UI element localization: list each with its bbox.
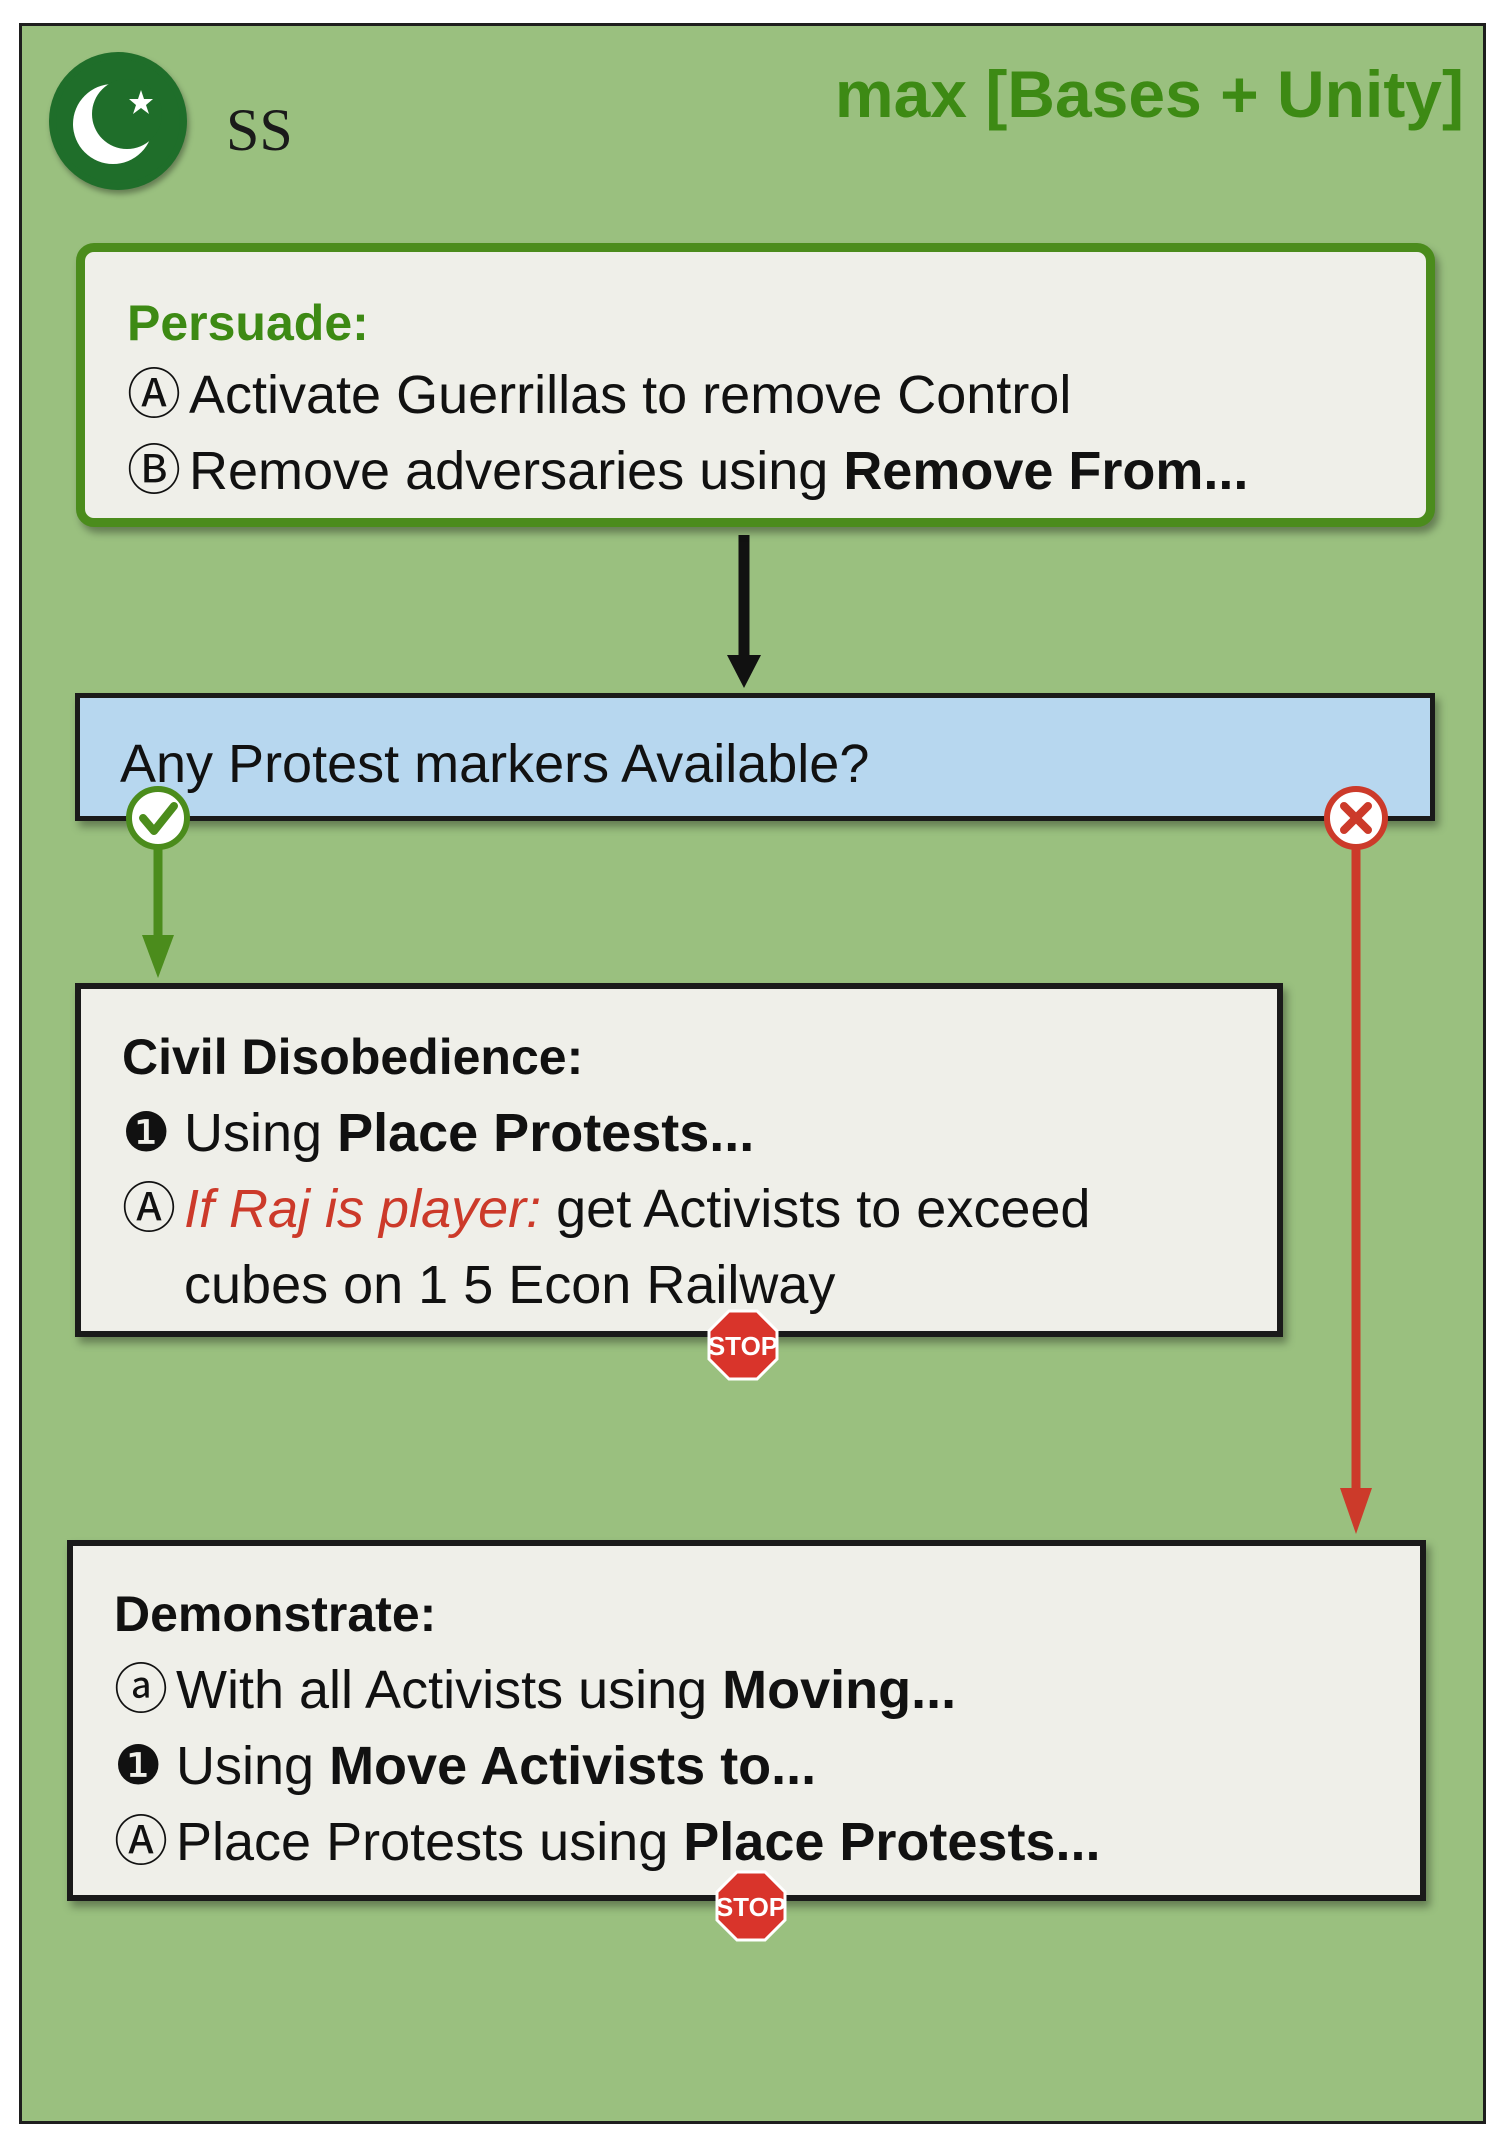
stop-sign-icon: STOP <box>707 1309 779 1381</box>
persuade-option-b-text: Remove adversaries using <box>189 441 844 501</box>
arrow-persuade-to-question <box>727 535 761 688</box>
persuade-option-b-bold: Remove From... <box>843 441 1249 501</box>
question-text: Any Protest markers Available? <box>120 734 870 794</box>
civil-alternative-continued: cubes on 1 5 Econ Railway <box>184 1255 836 1315</box>
priority-heading: max [Bases + Unity] <box>834 57 1464 131</box>
persuade-option-a-text: Activate Guerrillas to remove Control <box>189 365 1072 425</box>
crescent-star-icon <box>49 52 187 190</box>
demonstrate-step-1-bold: Move Activists to... <box>329 1736 817 1796</box>
circled-small-a-marker: ⓐ <box>114 1660 168 1720</box>
circled-a-marker: Ⓐ <box>127 365 181 425</box>
no-arrow <box>1340 845 1372 1534</box>
circled-b-marker: Ⓑ <box>127 441 181 501</box>
civil-step-1-text: Using <box>184 1103 338 1163</box>
demonstrate-title: Demonstrate: <box>114 1586 437 1642</box>
demonstrate-step-1-text: Using <box>176 1736 330 1796</box>
demonstrate-alternative-bold: Place Protests... <box>683 1812 1101 1872</box>
stop-sign-icon: STOP <box>715 1870 787 1942</box>
civil-disobedience-title: Civil Disobedience: <box>122 1029 584 1085</box>
stop-label: STOP <box>716 1892 786 1922</box>
x-icon <box>1324 786 1388 850</box>
step-1-marker: ❶ <box>122 1103 171 1163</box>
step-1-marker: ❶ <box>114 1736 163 1796</box>
civil-alternative-text: get Activists to exceed <box>556 1179 1091 1239</box>
stop-label: STOP <box>708 1331 778 1361</box>
demonstrate-alternative-text: Place Protests using <box>176 1812 684 1872</box>
raj-player-condition: If Raj is player: <box>184 1179 542 1239</box>
persuade-title: Persuade: <box>127 295 369 351</box>
yes-arrow <box>142 845 174 978</box>
question-box: Any Protest markers Available? <box>75 693 1435 821</box>
demonstrate-option-a-bold: Moving... <box>722 1660 957 1720</box>
faction-abbreviation: SS <box>226 97 293 163</box>
circled-a-marker: Ⓐ <box>114 1812 168 1872</box>
civil-step-1-bold: Place Protests... <box>337 1103 755 1163</box>
demonstrate-option-a-text: With all Activists using <box>176 1660 723 1720</box>
check-icon <box>126 786 190 850</box>
circled-a-marker: Ⓐ <box>122 1179 176 1239</box>
